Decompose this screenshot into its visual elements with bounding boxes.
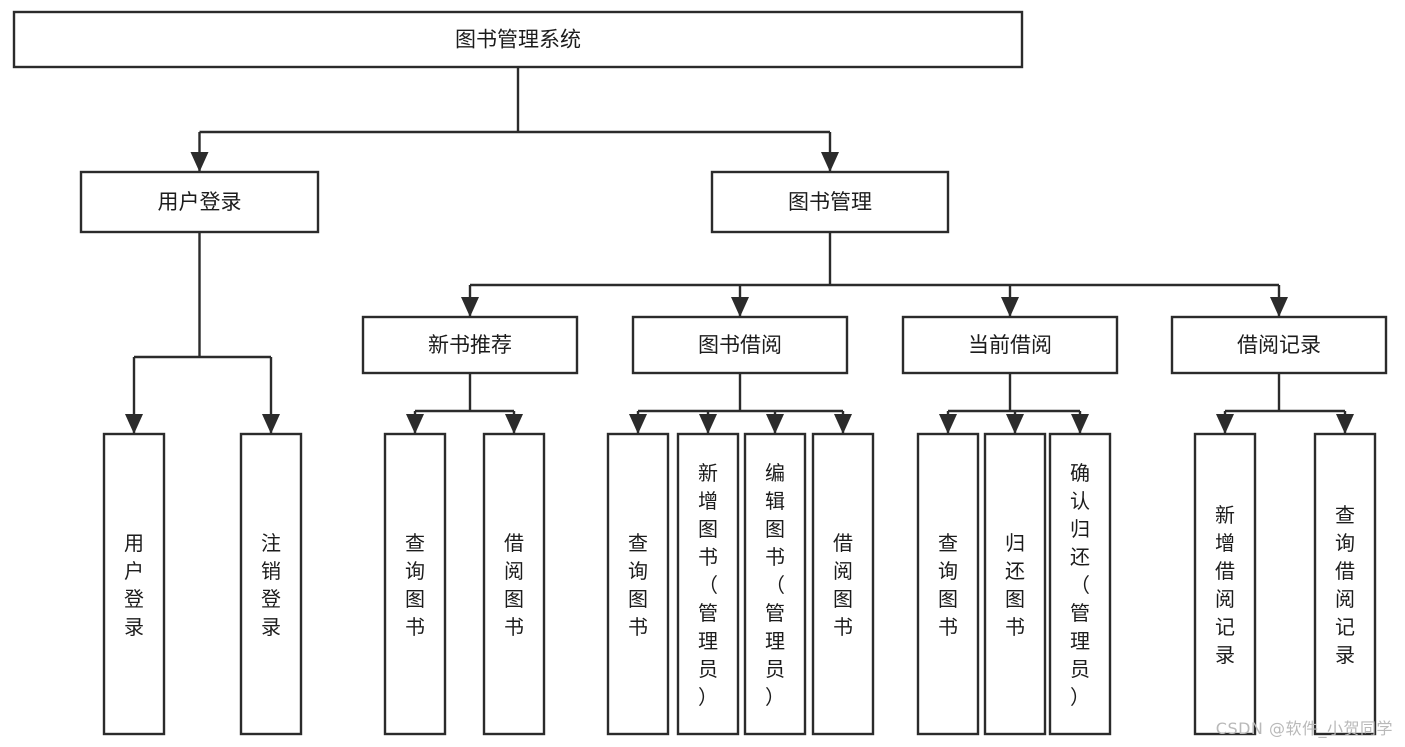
node-box bbox=[983, 432, 1047, 736]
node-box bbox=[811, 432, 875, 736]
node-label: 借阅记录 bbox=[1237, 333, 1321, 357]
node-label: 确认归还（管理员） bbox=[1070, 461, 1090, 709]
node-l3_9[interactable]: 归还图书 bbox=[983, 432, 1047, 736]
arrow-head-icon bbox=[406, 414, 424, 434]
connector-layer bbox=[125, 67, 1354, 434]
node-l3_0[interactable]: 用户登录 bbox=[102, 432, 166, 736]
node-l3_6[interactable]: 编辑图书（管理员） bbox=[743, 432, 807, 736]
node-box bbox=[102, 432, 166, 736]
arrow-head-icon bbox=[731, 297, 749, 317]
node-box bbox=[1170, 315, 1388, 375]
node-label: 编辑图书（管理员） bbox=[765, 461, 785, 709]
node-label: 查询借阅记录 bbox=[1335, 503, 1355, 667]
node-box bbox=[710, 170, 950, 234]
arrow-head-icon bbox=[1006, 414, 1024, 434]
node-box bbox=[239, 432, 303, 736]
node-l2_0[interactable]: 新书推荐 bbox=[361, 315, 579, 375]
node-root[interactable]: 图书管理系统 bbox=[12, 10, 1024, 69]
node-l3_1[interactable]: 注销登录 bbox=[239, 432, 303, 736]
node-l1_0[interactable]: 用户登录 bbox=[79, 170, 320, 234]
node-l3_2[interactable]: 查询图书 bbox=[383, 432, 447, 736]
arrow-head-icon bbox=[939, 414, 957, 434]
arrow-head-icon bbox=[629, 414, 647, 434]
arrow-head-icon bbox=[1071, 414, 1089, 434]
node-box bbox=[676, 432, 740, 736]
node-l3_5[interactable]: 新增图书（管理员） bbox=[676, 432, 740, 736]
node-label: 新增借阅记录 bbox=[1215, 503, 1235, 667]
arrow-head-icon bbox=[125, 414, 143, 434]
node-label: 查询图书 bbox=[628, 531, 648, 639]
node-box bbox=[631, 315, 849, 375]
node-label: 注销登录 bbox=[261, 531, 281, 639]
node-label: 当前借阅 bbox=[968, 333, 1052, 357]
node-box bbox=[743, 432, 807, 736]
node-layer: 图书管理系统用户登录图书管理新书推荐图书借阅当前借阅借阅记录用户登录注销登录查询… bbox=[12, 10, 1388, 736]
node-box bbox=[361, 315, 579, 375]
node-label: 新书推荐 bbox=[428, 333, 512, 357]
node-box bbox=[1048, 432, 1112, 736]
arrow-head-icon bbox=[699, 414, 717, 434]
node-label: 图书管理 bbox=[788, 190, 872, 214]
node-box bbox=[901, 315, 1119, 375]
node-l3_7[interactable]: 借阅图书 bbox=[811, 432, 875, 736]
node-label: 用户登录 bbox=[158, 190, 242, 214]
node-label: 图书借阅 bbox=[698, 333, 782, 357]
node-label: 新增图书（管理员） bbox=[698, 461, 718, 709]
arrow-head-icon bbox=[766, 414, 784, 434]
node-box bbox=[1313, 432, 1377, 736]
node-l3_10[interactable]: 确认归还（管理员） bbox=[1048, 432, 1112, 736]
node-box bbox=[482, 432, 546, 736]
node-l2_1[interactable]: 图书借阅 bbox=[631, 315, 849, 375]
node-label: 用户登录 bbox=[124, 531, 144, 639]
node-label: 借阅图书 bbox=[504, 531, 524, 639]
node-label: 图书管理系统 bbox=[455, 28, 581, 52]
node-l1_1[interactable]: 图书管理 bbox=[710, 170, 950, 234]
arrow-head-icon bbox=[190, 152, 209, 172]
arrow-head-icon bbox=[1001, 297, 1019, 317]
node-label: 查询图书 bbox=[405, 531, 425, 639]
arrow-head-icon bbox=[834, 414, 852, 434]
arrow-head-icon bbox=[505, 414, 523, 434]
node-box bbox=[916, 432, 980, 736]
arrow-head-icon bbox=[1336, 414, 1354, 434]
node-l3_3[interactable]: 借阅图书 bbox=[482, 432, 546, 736]
arrow-head-icon bbox=[461, 297, 479, 317]
node-label: 查询图书 bbox=[938, 531, 958, 639]
node-l3_11[interactable]: 新增借阅记录 bbox=[1193, 432, 1257, 736]
node-box bbox=[79, 170, 320, 234]
arrow-head-icon bbox=[1270, 297, 1288, 317]
node-l3_4[interactable]: 查询图书 bbox=[606, 432, 670, 736]
arrow-head-icon bbox=[1216, 414, 1234, 434]
node-l3_12[interactable]: 查询借阅记录 bbox=[1313, 432, 1377, 736]
node-label: 归还图书 bbox=[1005, 531, 1025, 639]
node-l2_2[interactable]: 当前借阅 bbox=[901, 315, 1119, 375]
node-l3_8[interactable]: 查询图书 bbox=[916, 432, 980, 736]
arrow-head-icon bbox=[262, 414, 280, 434]
node-label: 借阅图书 bbox=[833, 531, 853, 639]
node-l2_3[interactable]: 借阅记录 bbox=[1170, 315, 1388, 375]
node-box bbox=[606, 432, 670, 736]
node-box bbox=[383, 432, 447, 736]
node-box bbox=[12, 10, 1024, 69]
arrow-head-icon bbox=[821, 152, 839, 172]
node-box bbox=[1193, 432, 1257, 736]
